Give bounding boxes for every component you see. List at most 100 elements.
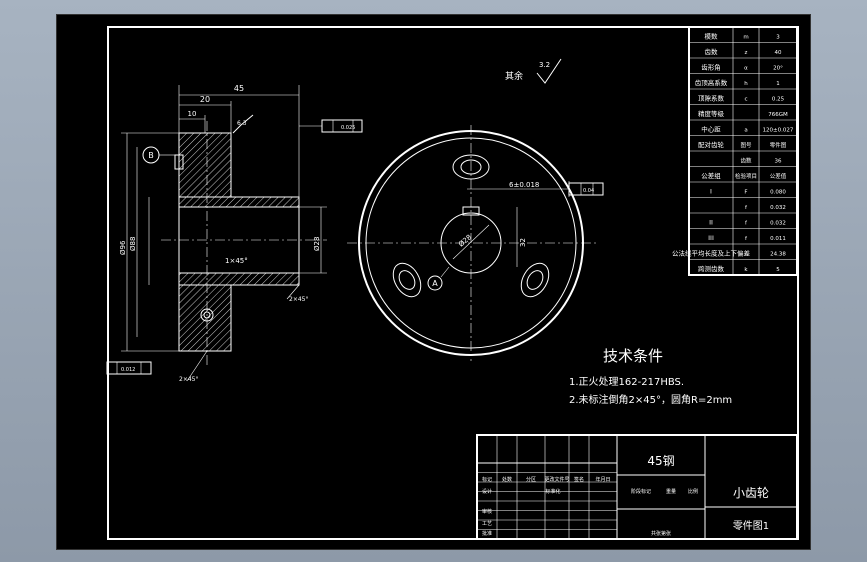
param-cell: 配对齿轮 bbox=[698, 140, 725, 149]
title-block-label: 比例 bbox=[688, 488, 698, 495]
param-cell: 20° bbox=[773, 66, 783, 72]
title-block-label: 重量 bbox=[666, 488, 676, 495]
roughness-value: 3.2 bbox=[539, 61, 550, 69]
param-cell: α bbox=[744, 66, 748, 72]
bore-dimension: 32 bbox=[519, 238, 527, 247]
dia-left-2: Ø88 bbox=[129, 237, 137, 251]
drawing-border bbox=[107, 26, 799, 540]
param-cell: 零件图 bbox=[770, 141, 787, 149]
param-cell: 40 bbox=[775, 50, 782, 56]
dim-overall-length: 45 bbox=[234, 84, 244, 93]
part-name: 小齿轮 bbox=[733, 486, 769, 500]
param-cell: 0.011 bbox=[770, 236, 786, 242]
param-cell: 图号 bbox=[740, 141, 752, 149]
param-cell: 0.25 bbox=[772, 97, 785, 103]
param-cell: 跨测齿数 bbox=[698, 264, 725, 273]
tech-title: 技术条件 bbox=[603, 347, 663, 365]
param-cell: 顶隙系数 bbox=[698, 94, 725, 103]
chamfer-3: 2×45° bbox=[179, 376, 198, 383]
gear-front-view bbox=[347, 125, 604, 361]
gear-section-view bbox=[106, 85, 363, 382]
chamfer-2: 2×45° bbox=[289, 296, 308, 303]
title-block-label: 审核 bbox=[482, 508, 492, 515]
title-block-label: 处数 bbox=[502, 476, 512, 483]
title-block-label: 标准化 bbox=[545, 488, 560, 495]
gear-rim-top bbox=[178, 132, 232, 198]
param-cell: 1 bbox=[776, 81, 780, 87]
param-cell: z bbox=[745, 50, 748, 56]
param-cell: f bbox=[745, 236, 748, 242]
datum-b-label: B bbox=[148, 151, 154, 160]
dim-rim-width: 10 bbox=[188, 110, 197, 118]
param-cell: III bbox=[708, 234, 714, 242]
title-block-label: 设计 bbox=[482, 488, 492, 495]
hub-top-wall bbox=[178, 196, 300, 208]
hole-right bbox=[520, 262, 550, 298]
title-block-label: 年月日 bbox=[595, 476, 610, 483]
roughness-symbol bbox=[536, 58, 562, 84]
runout-top-value: 0.025 bbox=[341, 125, 355, 131]
datum-a-bubble bbox=[427, 275, 443, 291]
datum-a-label: A bbox=[432, 279, 438, 288]
title-block-grid: 标记处数分区更改文件号签名年月日设计标准化阶段标记重量比例审核工艺批准共张第张 bbox=[477, 435, 698, 539]
param-cell: 36 bbox=[775, 159, 782, 165]
param-cell: II bbox=[709, 219, 713, 227]
title-block-label: 批准 bbox=[482, 530, 492, 537]
param-cell: 公差值 bbox=[770, 172, 787, 180]
title-block-label: 签名 bbox=[574, 476, 584, 483]
param-cell: F bbox=[744, 190, 747, 196]
param-cell: 0.032 bbox=[770, 205, 786, 211]
gear-rim-bottom bbox=[178, 284, 232, 352]
dia-right: Ø28 bbox=[313, 237, 321, 251]
param-cell: 齿数 bbox=[705, 47, 719, 56]
param-cell: m bbox=[743, 35, 748, 41]
param-cell: I bbox=[710, 188, 712, 196]
note-2: 2.未标注倒角2×45°，圆角R=2mm bbox=[569, 393, 732, 406]
param-cell: f bbox=[745, 205, 748, 211]
hub-outline bbox=[178, 196, 300, 286]
param-cell: 24.38 bbox=[770, 252, 786, 258]
title-block-label: 共张第张 bbox=[651, 530, 671, 537]
position-tol-value: 0.04 bbox=[583, 188, 594, 194]
keyway-tolerance: 6±0.018 bbox=[509, 181, 539, 189]
roughness-mark-small bbox=[232, 114, 254, 134]
dia-left-1: Ø96 bbox=[119, 240, 127, 255]
drawing-canvas: 45 20 10 6.3 0.025 B 0.012 1×45° 2×45° 2… bbox=[106, 26, 799, 540]
param-cell: 5 bbox=[776, 267, 780, 273]
material: 45钢 bbox=[647, 454, 674, 468]
param-cell: c bbox=[744, 97, 747, 103]
set-screw bbox=[174, 154, 184, 170]
dim-hub-length: 20 bbox=[200, 95, 210, 104]
hole-left bbox=[392, 262, 422, 298]
hole-top bbox=[452, 154, 490, 180]
title-block-label: 标记 bbox=[482, 476, 492, 483]
position-tol-frame bbox=[568, 182, 604, 196]
param-cell: a bbox=[744, 128, 747, 134]
param-cell: 0.032 bbox=[770, 221, 786, 227]
param-cell: 精度等级 bbox=[698, 109, 725, 118]
drawing-type: 零件图1 bbox=[733, 520, 769, 532]
runout-frame-bottom bbox=[106, 361, 152, 375]
dim-roughness-small: 6.3 bbox=[237, 120, 247, 127]
title-block-label: 阶段标记 bbox=[631, 488, 651, 495]
param-cell: 公法线平均长度及上下偏差 bbox=[672, 249, 751, 258]
param-cell: 齿形角 bbox=[701, 63, 721, 72]
title-block-label: 更改文件号 bbox=[544, 476, 569, 483]
param-cell: k bbox=[744, 267, 748, 273]
param-cell: 检验项目 bbox=[735, 172, 757, 180]
note-1: 1.正火处理162-217HBS. bbox=[569, 376, 684, 388]
param-cell: 120±0.027 bbox=[763, 128, 794, 134]
cad-viewport[interactable]: 45 20 10 6.3 0.025 B 0.012 1×45° 2×45° 2… bbox=[56, 14, 811, 550]
param-cell: 齿数 bbox=[740, 157, 752, 165]
title-block-label: 工艺 bbox=[482, 521, 492, 527]
param-cell: h bbox=[744, 81, 748, 87]
hub-bottom-wall bbox=[178, 272, 300, 286]
param-cell: f bbox=[745, 221, 748, 227]
param-cell: 中心距 bbox=[701, 125, 721, 134]
roughness-note: 其余 bbox=[505, 70, 523, 82]
chamfer-1: 1×45° bbox=[225, 257, 248, 265]
param-cell: 公差组 bbox=[701, 171, 721, 180]
param-cell: 0.080 bbox=[770, 190, 786, 196]
param-cell: 模数 bbox=[705, 32, 719, 41]
